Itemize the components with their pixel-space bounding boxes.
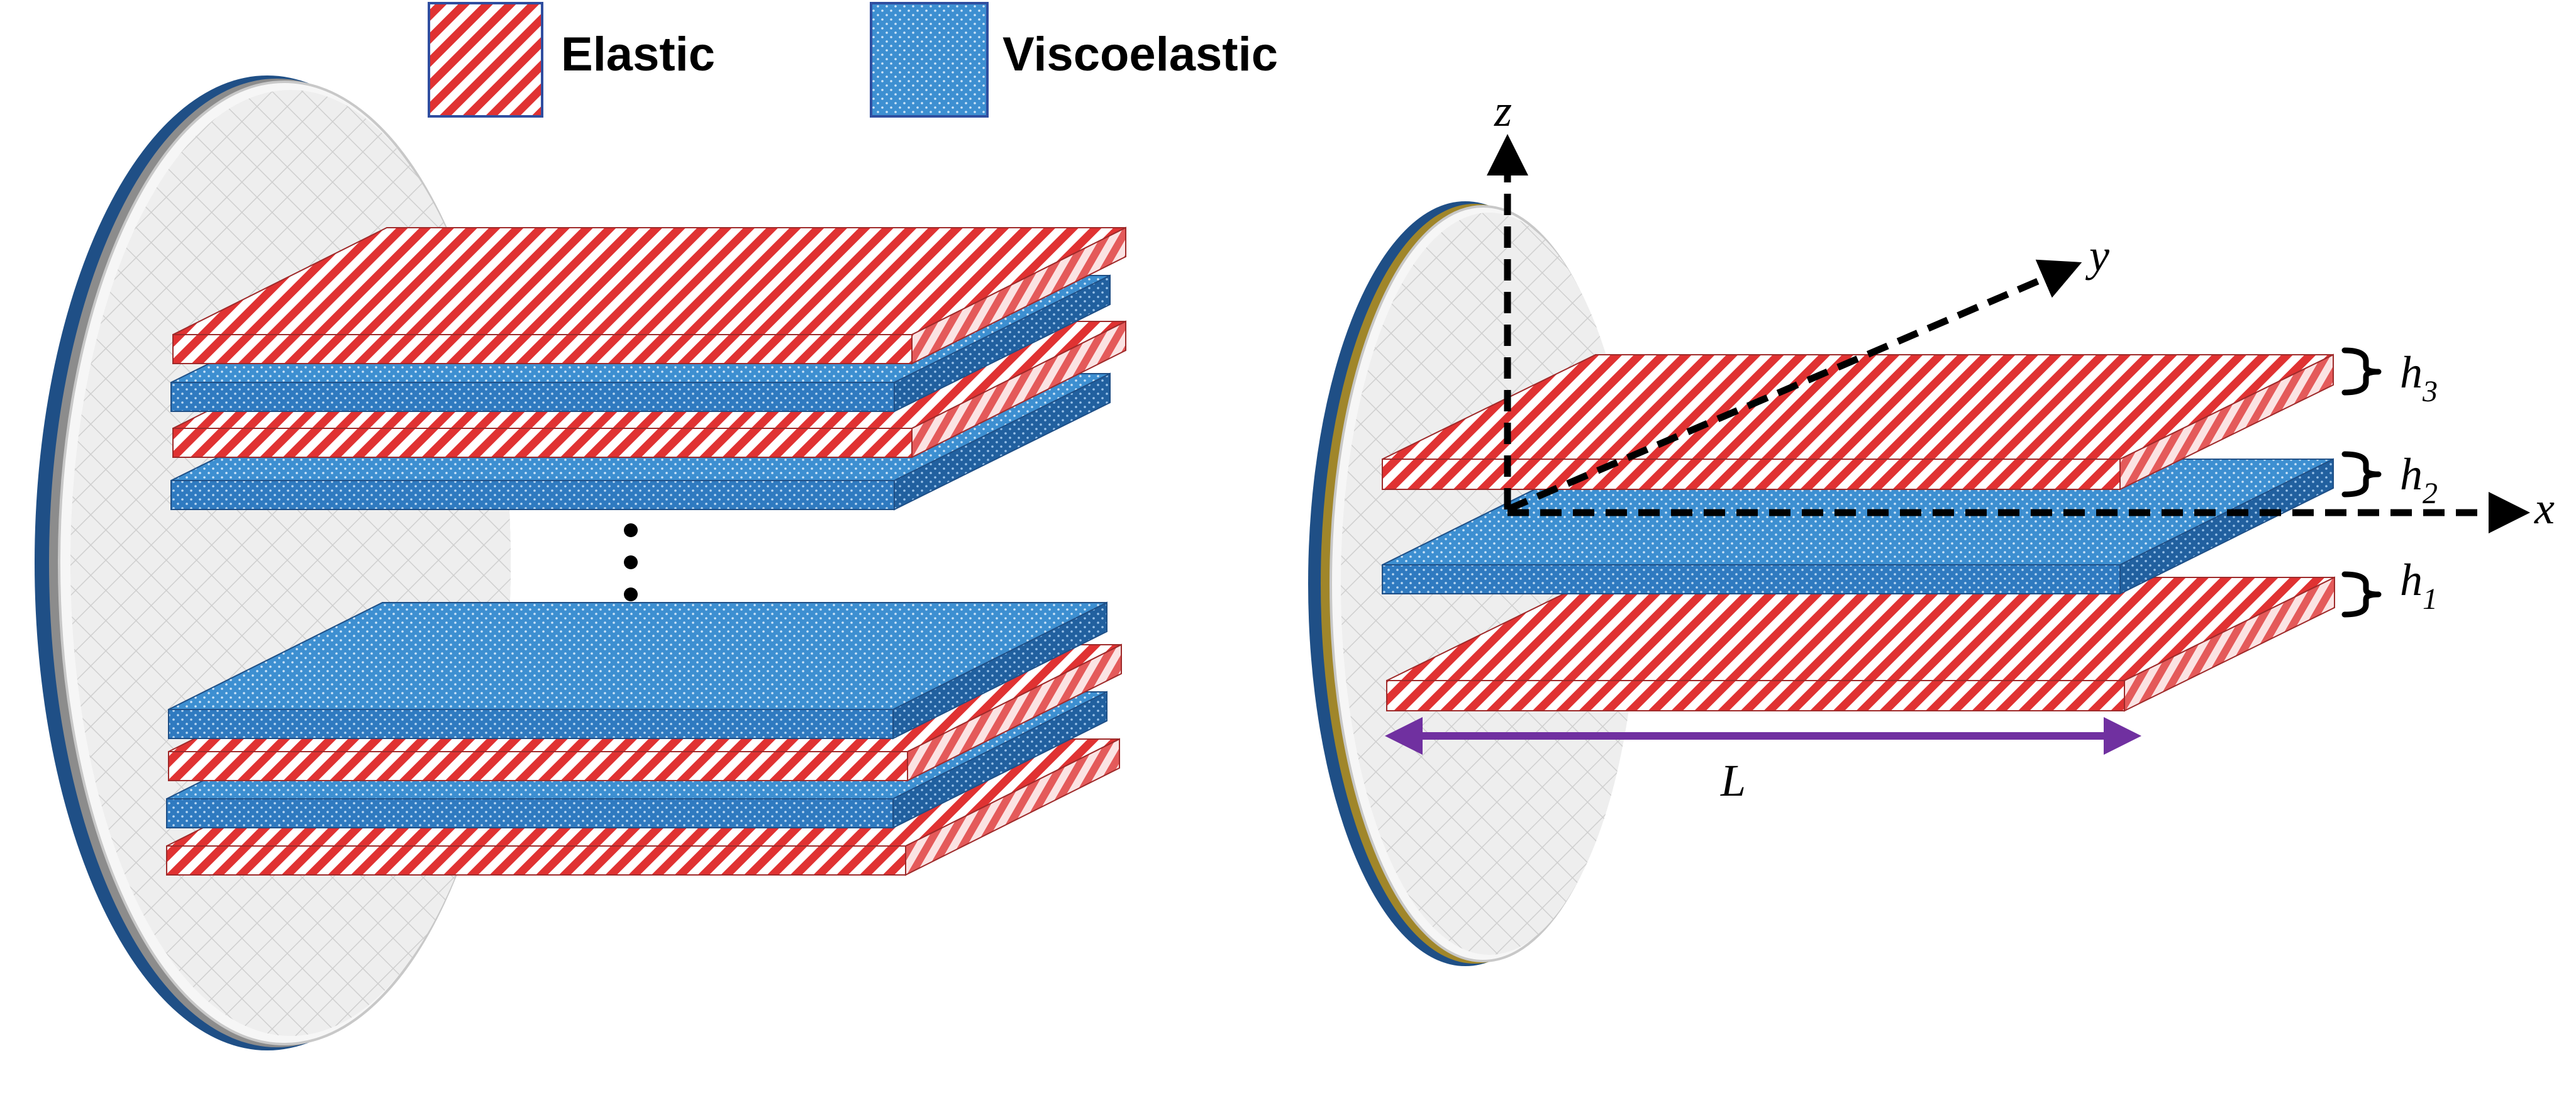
left-layer-stack-bottom <box>166 601 1122 876</box>
legend-elastic-swatch <box>428 2 543 118</box>
y-axis <box>1506 259 2082 513</box>
thickness-label-h2: h2 <box>2400 449 2438 510</box>
brace-h1 <box>2341 571 2382 618</box>
brace-h2 <box>2341 451 2382 498</box>
left-layer-viscoelastic <box>168 601 1108 740</box>
coordinate-axes <box>1487 134 2530 533</box>
more-layers-ellipsis <box>624 523 638 601</box>
left-layer-stack-top <box>170 226 1126 511</box>
thickness-annotations <box>2341 347 2382 618</box>
length-label: L <box>1720 755 1746 806</box>
legend: Elastic Viscoelastic <box>428 2 1278 118</box>
brace-h3 <box>2341 347 2382 396</box>
right-laminate: z y x h3 h2 h1 L <box>1308 86 2555 966</box>
x-axis-label: x <box>2534 483 2555 533</box>
legend-viscoelastic-label: Viscoelastic <box>1002 28 1278 81</box>
thickness-label-h1: h1 <box>2400 555 2438 616</box>
legend-viscoelastic-swatch <box>870 2 989 118</box>
left-laminate <box>35 75 1126 1050</box>
thickness-label-h3: h3 <box>2400 347 2438 408</box>
right-layer-elastic-top <box>1382 353 2334 491</box>
right-layer-elastic-bottom <box>1386 576 2335 712</box>
z-axis-label: z <box>1494 86 1512 136</box>
y-axis-label: y <box>2085 230 2109 281</box>
left-layer-elastic <box>172 226 1126 365</box>
legend-elastic-label: Elastic <box>561 28 715 81</box>
left-clamp-wall <box>35 75 511 1050</box>
